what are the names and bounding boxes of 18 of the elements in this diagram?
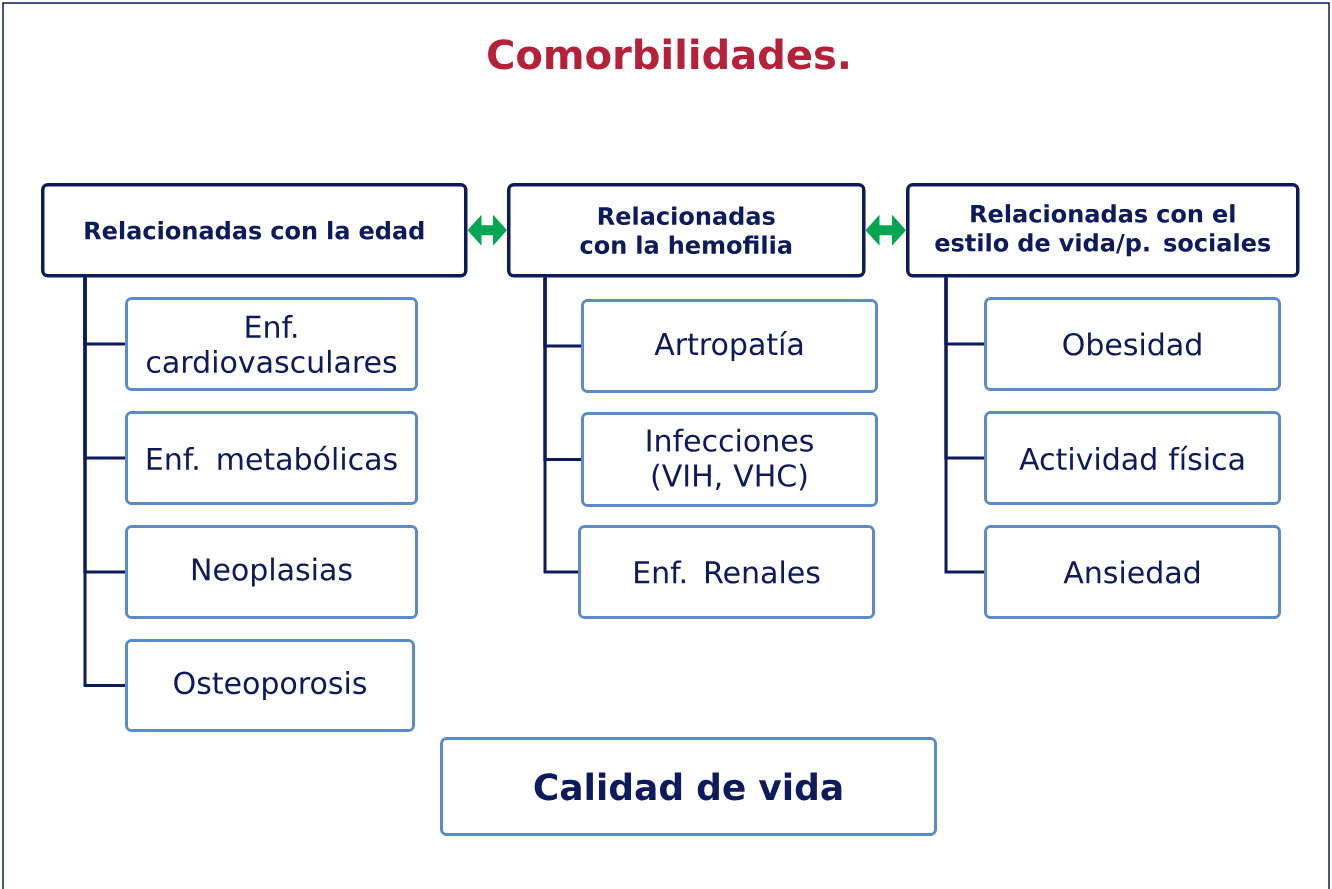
box: Calidad de vida [440,737,937,836]
title: Comorbilidades. [488,38,848,70]
connector-line [543,277,578,574]
box: Actividad física [984,411,1281,505]
box: Enf. cardiovasculares [125,297,418,391]
box: Obesidad [984,297,1281,391]
box-heading: Relacionadas con la edad [41,183,468,278]
connector-line [944,277,984,574]
box-heading: Relacionadas con la hemofilia [507,183,866,278]
box: Osteoporosis [125,639,415,732]
box-heading: Relacionadas con el estilo de vida/p. sociales [906,183,1300,278]
box: Infecciones (VIH, VHC) [581,412,878,507]
connector-line [83,277,125,687]
box: Enf. metabólicas [125,411,418,505]
box: Enf. Renales [578,525,875,619]
box: Ansiedad [984,525,1281,619]
box: Artropatía [581,299,878,393]
box: Neoplasias [125,525,418,619]
